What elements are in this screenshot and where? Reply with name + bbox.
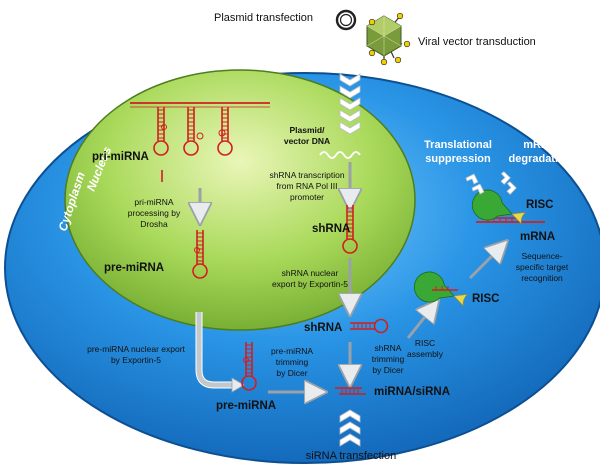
target-recognition-arrow (468, 248, 500, 280)
premir-trim-label-1: pre-miRNA (271, 346, 313, 356)
shrna-trim-label-3: by Dicer (372, 365, 403, 375)
premir-trim-label-2: trimming (276, 357, 309, 367)
degradation-label-2: degradation (509, 153, 572, 165)
target-label-2: specific target (516, 262, 569, 272)
shrna-trim-label-1: shRNA (375, 343, 402, 353)
mirna-sirna-label: miRNA/siRNA (374, 386, 450, 398)
drosha-label-3: Drosha (140, 219, 168, 229)
shrna-cytoplasm-label: shRNA (304, 322, 342, 334)
mrna-label: mRNA (520, 231, 555, 243)
virus-icon (366, 12, 411, 66)
plasmid-dna-label-1: Plasmid/ (290, 125, 326, 135)
translational-label-2: suppression (425, 153, 491, 165)
premir-export-label-2: by Exportin-5 (111, 355, 161, 365)
shrna-export-label-2: export by Exportin-5 (272, 279, 348, 289)
pri-mirna-label: pri-miRNA (92, 151, 149, 163)
risc-assembly-label-1: RISC (415, 338, 435, 348)
shrna-trim-label-2: trimming (372, 354, 405, 364)
drosha-label-2: processing by (128, 208, 181, 218)
nucleus (64, 69, 416, 331)
delivery-chevrons (339, 73, 361, 135)
translational-label-1: Translational (424, 139, 492, 151)
target-label-1: Sequence- (521, 251, 562, 261)
premir-export-label-1: pre-miRNA nuclear export (87, 344, 185, 354)
shrna-nucleus-label: shRNA (312, 223, 350, 235)
sirna-transfection-label: siRNA transfection (306, 450, 396, 462)
pri-mirna-structure (130, 102, 270, 182)
risc-assembly-arrow (406, 308, 432, 339)
viral-transduction-label: Viral vector transduction (418, 36, 536, 48)
mirna-sirna-duplex (335, 387, 366, 395)
plasmid-dna-label-2: vector DNA (284, 136, 330, 146)
shrna-export-label-1: shRNA nuclear (282, 268, 339, 278)
pre-mirna-nucleus-label: pre-miRNA (104, 262, 164, 274)
risc-top-label: RISC (526, 199, 553, 211)
outcome-chevrons (465, 171, 517, 195)
vector-dna-icon (319, 151, 361, 159)
pre-mirna-cytoplasm-label: pre-miRNA (216, 400, 276, 412)
degradation-label-1: mRNA (523, 139, 557, 151)
premir-trim-label-3: by Dicer (276, 368, 307, 378)
drosha-label-1: pri-miRNA (134, 197, 174, 207)
sirna-chevrons (339, 409, 361, 447)
transcription-label-3: promoter (290, 192, 324, 202)
plasmid-transfection-label: Plasmid transfection (214, 12, 313, 24)
plasmid-icon (335, 9, 357, 31)
risc-label: RISC (472, 293, 499, 305)
risc-assembly-label-2: assembly (407, 349, 444, 359)
shrna-cytoplasm-structure (350, 318, 389, 334)
transcription-label-2: from RNA Pol III (277, 181, 338, 191)
target-label-3: recognition (521, 273, 563, 283)
transcription-label-1: shRNA transcription (269, 170, 344, 180)
